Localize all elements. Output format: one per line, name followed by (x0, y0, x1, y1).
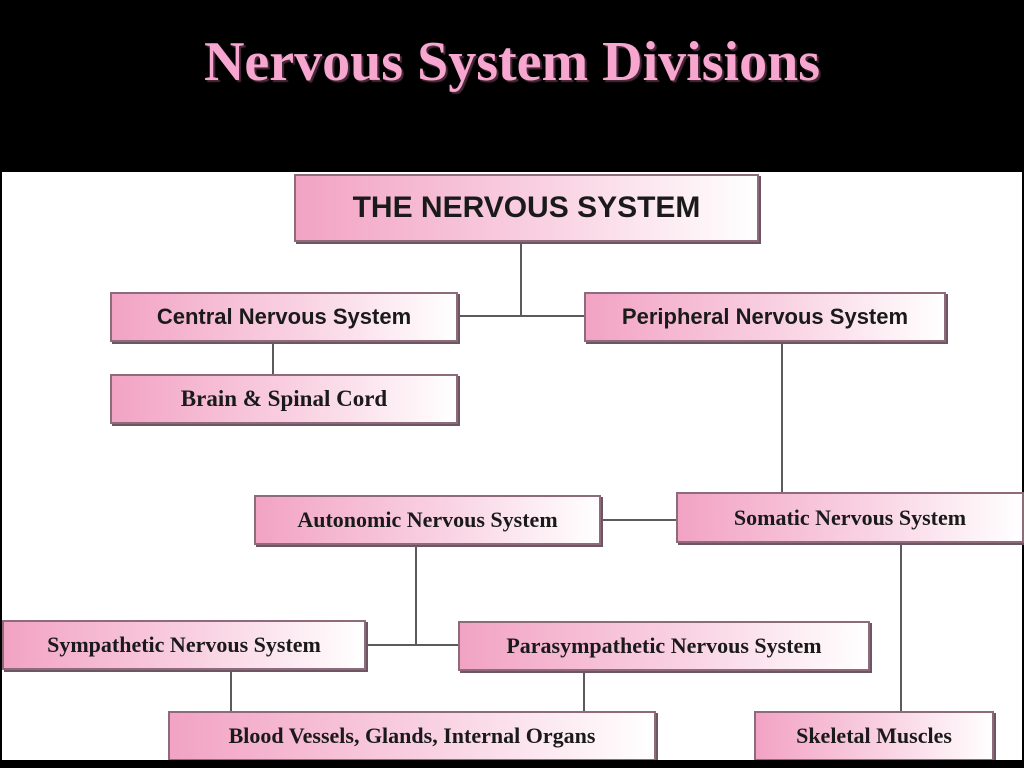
node-label: THE NERVOUS SYSTEM (352, 191, 701, 224)
node-label: Blood Vessels, Glands, Internal Organs (228, 723, 596, 748)
node-autonomic-nervous-system: Autonomic Nervous System (254, 495, 601, 545)
node-label: Sympathetic Nervous System (47, 632, 321, 657)
node-label: Peripheral Nervous System (621, 304, 909, 329)
bottom-border (0, 760, 1024, 768)
slide-title: Nervous System Divisions (203, 31, 821, 93)
node-brain-spinal-cord: Brain & Spinal Cord (110, 374, 458, 424)
node-central-nervous-system: Central Nervous System (110, 292, 458, 342)
node-skeletal-muscles: Skeletal Muscles (754, 711, 994, 761)
node-peripheral-nervous-system: Peripheral Nervous System (584, 292, 946, 342)
node-parasympathetic-nervous-system: Parasympathetic Nervous System (458, 621, 870, 671)
node-nervous-system: THE NERVOUS SYSTEM (294, 174, 759, 242)
node-somatic-nervous-system: Somatic Nervous System (676, 492, 1024, 543)
node-label: Central Nervous System (156, 304, 412, 329)
node-blood-vessels-glands-organs: Blood Vessels, Glands, Internal Organs (168, 711, 656, 761)
node-label: Skeletal Muscles (796, 723, 952, 748)
node-label: Brain & Spinal Cord (180, 386, 388, 411)
node-label: Parasympathetic Nervous System (506, 633, 822, 658)
node-label: Somatic Nervous System (733, 504, 967, 530)
node-sympathetic-nervous-system: Sympathetic Nervous System (2, 620, 366, 670)
node-label: Autonomic Nervous System (297, 507, 558, 532)
